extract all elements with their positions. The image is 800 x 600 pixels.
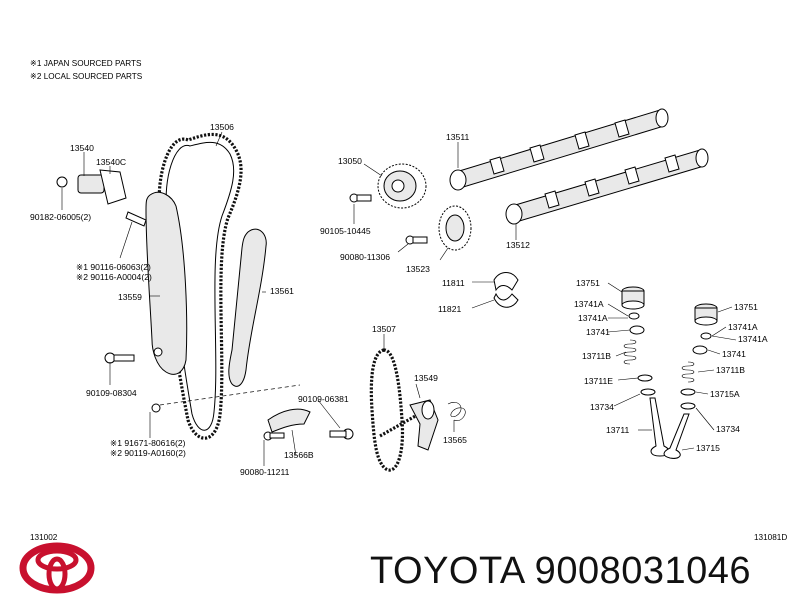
bolt-90182 xyxy=(56,176,68,188)
lifter-13751-left xyxy=(621,286,645,310)
chain-guide-13566b xyxy=(267,408,311,433)
tensioner-13549 xyxy=(409,399,439,451)
label-90119: ※2 90119-A0160(2) xyxy=(110,448,186,458)
bearing-11811 xyxy=(493,272,519,292)
label-13540c: 13540C xyxy=(96,157,126,167)
leader-lines xyxy=(61,131,737,466)
note-local-sourced: ※2 LOCAL SOURCED PARTS xyxy=(30,72,143,81)
label-90080-11211: 90080-11211 xyxy=(240,467,290,477)
seal-13734-left xyxy=(640,388,656,396)
guide-bolt-hole xyxy=(153,347,163,357)
lifter-13751-right xyxy=(694,303,718,326)
bolt-90080-11211 xyxy=(263,431,285,441)
label-13715a: 13715A xyxy=(710,389,740,399)
chain-13507 xyxy=(369,348,427,472)
cam-sprocket-13523 xyxy=(438,205,472,251)
label-13512: 13512 xyxy=(506,240,530,250)
retainer-13741-right xyxy=(692,345,708,355)
label-13050: 13050 xyxy=(338,156,362,166)
label-13741a-right-1: 13741A xyxy=(728,322,758,332)
label-90105: 90105-10445 xyxy=(320,226,371,236)
label-13711: 13711 xyxy=(606,425,629,435)
note-japan-sourced: ※1 JAPAN SOURCED PARTS xyxy=(30,59,142,68)
label-13741a-right-2: 13741A xyxy=(738,334,768,344)
label-90080-11306: 90080-11306 xyxy=(340,252,390,262)
label-13715: 13715 xyxy=(696,443,720,453)
label-13549: 13549 xyxy=(414,373,438,383)
tensioner-plate-13540c xyxy=(99,169,127,205)
bolt-90116 xyxy=(125,211,147,227)
label-13711b-left: 13711B xyxy=(582,351,611,361)
bearing-11821 xyxy=(493,292,519,308)
label-13711e: 13711E xyxy=(584,376,613,386)
toyota-logo-icon xyxy=(19,542,95,594)
label-13741a-left-1: 13741A xyxy=(574,299,604,309)
label-13734-left: 13734 xyxy=(590,402,614,412)
label-11821: 11821 xyxy=(438,304,461,314)
label-13511: 13511 xyxy=(446,132,469,142)
chain-guide-13559 xyxy=(145,191,188,375)
valve-13711 xyxy=(649,397,670,457)
camshaft-13511 xyxy=(449,108,669,191)
bolt-90105 xyxy=(349,193,372,203)
label-13751-left: 13751 xyxy=(576,278,600,288)
keeper-13741a-left xyxy=(628,312,640,320)
label-90116-1: ※1 90116-06063(2) xyxy=(76,262,151,272)
label-13540: 13540 xyxy=(70,143,94,153)
label-13561: 13561 xyxy=(270,286,294,296)
label-13507: 13507 xyxy=(372,324,396,334)
seat-13715a xyxy=(680,388,696,396)
label-13506: 13506 xyxy=(210,122,234,132)
brand-title: TOYOTA 9008031046 xyxy=(370,550,752,592)
retainer-13741-left xyxy=(629,325,645,335)
label-13565: 13565 xyxy=(443,435,467,445)
seat-13711e xyxy=(637,374,653,382)
label-90109-06381: 90109-06381 xyxy=(298,394,349,404)
bolt-90080-11306 xyxy=(405,235,428,245)
label-90109-08304: 90109-08304 xyxy=(86,388,137,398)
label-13559: 13559 xyxy=(118,292,142,302)
tensioner-13540 xyxy=(77,174,105,194)
spring-13565 xyxy=(447,402,466,422)
bolt-90109-06381 xyxy=(329,428,354,440)
label-13741a-left-2: 13741A xyxy=(578,313,608,323)
part-labels: 13540 13540C 90182-06005(2) ※1 90116-060… xyxy=(30,122,768,477)
valve-13715 xyxy=(663,413,690,459)
label-90116-2: ※2 90116-A0004(2) xyxy=(76,272,152,282)
label-13566b: 13566B xyxy=(284,450,314,460)
diagram-code-right: 131081D xyxy=(754,533,787,542)
label-90182: 90182-06005(2) xyxy=(30,212,91,222)
label-13741-left: 13741 xyxy=(586,327,610,337)
spring-13711b-right xyxy=(681,361,695,383)
label-13734-right: 13734 xyxy=(716,424,740,434)
keeper-13741a-right xyxy=(700,332,712,340)
label-13751-right: 13751 xyxy=(734,302,758,312)
label-11811: 11811 xyxy=(442,278,465,288)
bolt-90109-08304 xyxy=(104,352,135,364)
bolt-line xyxy=(159,384,301,406)
diagram-code-left: 131002 xyxy=(30,533,58,542)
label-13741-right: 13741 xyxy=(722,349,746,359)
camshaft-13512 xyxy=(505,148,709,225)
bolt-91671 xyxy=(151,403,161,413)
label-91671: ※1 91671-80616(2) xyxy=(110,438,186,448)
label-13711b-right: 13711B xyxy=(716,365,745,375)
cam-sprocket-13050 xyxy=(377,163,427,209)
seal-13734-right xyxy=(680,402,696,410)
spring-13711b-left xyxy=(623,339,637,365)
label-13523: 13523 xyxy=(406,264,430,274)
tensioner-arm-13561 xyxy=(228,228,267,387)
